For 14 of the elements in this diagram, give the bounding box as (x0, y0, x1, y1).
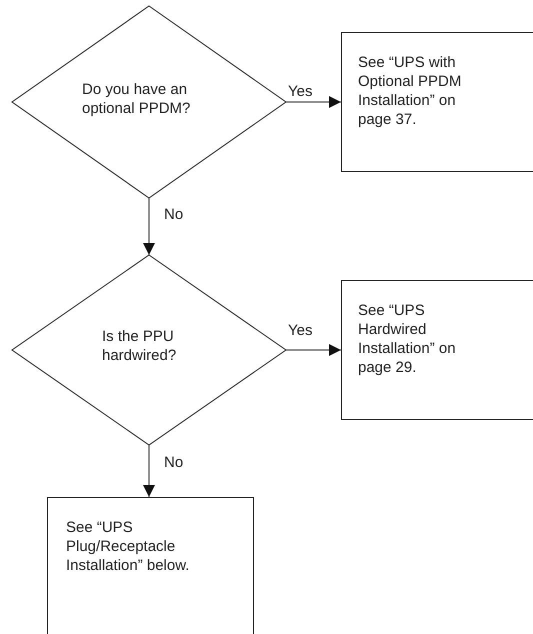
process-box (341, 32, 533, 172)
instruction-text: See “UPS Plug/Receptacle Installation” below. (66, 518, 190, 575)
arrow (143, 444, 155, 498)
decision-diamond (12, 6, 286, 198)
arrow (286, 344, 342, 356)
instruction-text: See “UPS Hardwired Installation” on page 29. (358, 301, 457, 377)
arrow (143, 198, 155, 256)
instruction-text: See “UPS with Optional PPDM Installation” on page 37. (358, 53, 462, 129)
decision-diamond (12, 255, 286, 445)
arrow (286, 96, 342, 108)
process-box (341, 280, 533, 420)
question-text: Is the PPU hardwired? (102, 327, 178, 365)
process-box (47, 497, 254, 634)
question-text: Do you have an optional PPDM? (82, 80, 192, 118)
